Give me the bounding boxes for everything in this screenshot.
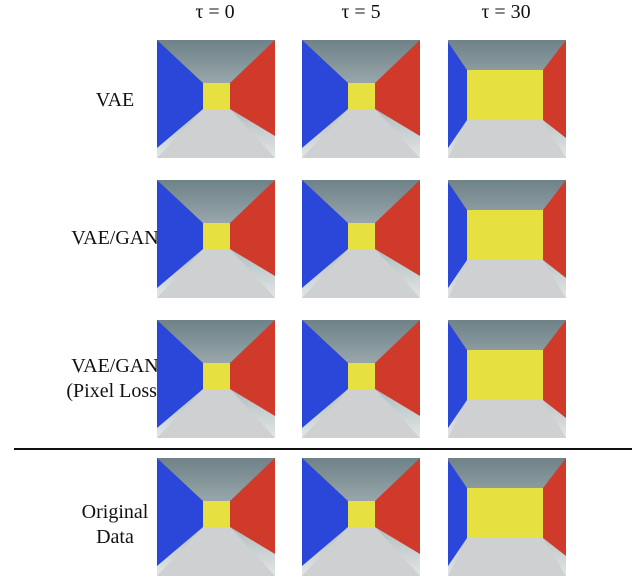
floor-region bbox=[448, 120, 566, 158]
row-label-original-data: Original Data bbox=[20, 500, 210, 550]
right-wall bbox=[230, 40, 275, 136]
left-wall bbox=[157, 458, 203, 566]
floor-region bbox=[157, 527, 275, 576]
column-header-tau-0: τ = 0 bbox=[195, 1, 235, 23]
row-label-line: Original bbox=[81, 501, 149, 523]
corridor-image bbox=[157, 320, 275, 438]
left-wall bbox=[448, 322, 467, 428]
corridor-thumbnail bbox=[448, 180, 566, 298]
right-wall bbox=[543, 458, 566, 556]
corridor-thumbnail bbox=[448, 458, 566, 576]
far-wall bbox=[348, 223, 375, 249]
far-wall bbox=[348, 363, 375, 389]
column-header-tau-30: τ = 30 bbox=[481, 1, 531, 23]
corridor-thumbnail bbox=[157, 458, 275, 576]
row-label-line: Data bbox=[96, 526, 134, 548]
column-header-tau-5: τ = 5 bbox=[341, 1, 381, 23]
left-wall bbox=[157, 320, 203, 428]
right-wall bbox=[230, 458, 275, 554]
corridor-thumbnail bbox=[448, 320, 566, 438]
far-wall bbox=[203, 501, 230, 527]
floor-region bbox=[302, 109, 420, 158]
far-wall bbox=[203, 363, 230, 389]
corridor-image bbox=[302, 458, 420, 576]
right-wall bbox=[375, 458, 420, 554]
corridor-thumbnail bbox=[302, 458, 420, 576]
floor-region bbox=[448, 400, 566, 438]
corridor-thumbnail bbox=[157, 320, 275, 438]
far-wall bbox=[348, 501, 375, 527]
row-label-vae: VAE bbox=[20, 88, 210, 113]
far-wall bbox=[348, 83, 375, 109]
row-label-line: VAE/GAN bbox=[71, 355, 159, 377]
corridor-thumbnail bbox=[448, 40, 566, 158]
floor-region bbox=[302, 389, 420, 438]
corridor-image bbox=[448, 320, 566, 438]
far-wall bbox=[467, 210, 543, 260]
right-wall bbox=[375, 40, 420, 136]
left-wall bbox=[302, 320, 348, 428]
corridor-thumbnail bbox=[157, 40, 275, 158]
left-wall bbox=[302, 180, 348, 288]
left-wall bbox=[302, 458, 348, 566]
row-label-vae-gan-pixel-loss: VAE/GAN (Pixel Loss) bbox=[20, 354, 210, 404]
corridor-image bbox=[448, 40, 566, 158]
corridor-image bbox=[302, 40, 420, 158]
left-wall bbox=[157, 40, 203, 148]
right-wall bbox=[230, 180, 275, 276]
right-wall bbox=[375, 180, 420, 276]
floor-region bbox=[302, 527, 420, 576]
row-label-vae-gan: VAE/GAN bbox=[20, 226, 210, 251]
floor-region bbox=[157, 389, 275, 438]
right-wall bbox=[543, 320, 566, 418]
left-wall bbox=[302, 40, 348, 148]
right-wall bbox=[375, 320, 420, 416]
floor-region bbox=[157, 249, 275, 298]
row-label-line: VAE bbox=[95, 89, 135, 111]
corridor-thumbnail bbox=[302, 180, 420, 298]
floor-region bbox=[302, 249, 420, 298]
corridor-image bbox=[157, 180, 275, 298]
far-wall bbox=[467, 488, 543, 538]
corridor-image bbox=[302, 320, 420, 438]
left-wall bbox=[448, 460, 467, 566]
corridor-image bbox=[302, 180, 420, 298]
corridor-thumbnail bbox=[302, 40, 420, 158]
divider-line bbox=[14, 448, 632, 450]
far-wall bbox=[467, 350, 543, 400]
far-wall bbox=[203, 223, 230, 249]
row-label-line: VAE/GAN bbox=[71, 227, 159, 249]
floor-region bbox=[448, 538, 566, 576]
corridor-image bbox=[157, 40, 275, 158]
far-wall bbox=[467, 70, 543, 120]
right-wall bbox=[230, 320, 275, 416]
right-wall bbox=[543, 40, 566, 138]
left-wall bbox=[157, 180, 203, 288]
left-wall bbox=[448, 42, 467, 148]
floor-region bbox=[157, 109, 275, 158]
corridor-image bbox=[448, 458, 566, 576]
far-wall bbox=[203, 83, 230, 109]
row-label-line: (Pixel Loss) bbox=[66, 380, 164, 402]
right-wall bbox=[543, 180, 566, 278]
left-wall bbox=[448, 182, 467, 288]
corridor-thumbnail bbox=[157, 180, 275, 298]
corridor-thumbnail bbox=[302, 320, 420, 438]
floor-region bbox=[448, 260, 566, 298]
corridor-image bbox=[157, 458, 275, 576]
corridor-image bbox=[448, 180, 566, 298]
